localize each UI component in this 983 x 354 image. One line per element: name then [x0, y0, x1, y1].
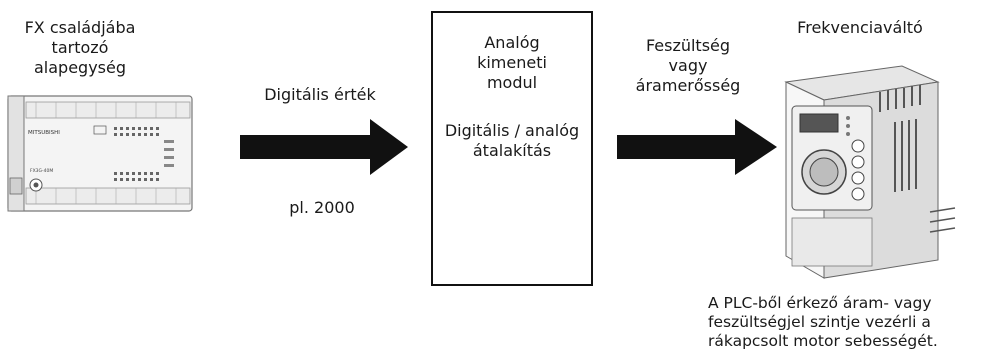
arrow-right-icon [617, 119, 777, 175]
inverter-display [799, 113, 839, 133]
plc-label-line-1: FX családjába [24, 18, 136, 37]
explanation-note: A PLC-ből érkező áram- vagy feszültségje… [708, 294, 983, 351]
note-line-2: feszültségjel szintje vezérli a [708, 313, 931, 331]
module-function: Digitális / analóg átalakítás [433, 121, 591, 161]
analog-output-module: Analóg kimeneti modul Digitális / analóg… [431, 11, 593, 286]
note-line-1: A PLC-ből érkező áram- vagy [708, 294, 932, 312]
plc-label: FX családjába tartozó alapegység [10, 18, 150, 78]
inverter-illustration [784, 65, 956, 279]
plc-model: FX3G-40M [30, 168, 53, 174]
arrow-right-icon [240, 119, 408, 175]
module-function-line-2: átalakítás [472, 141, 552, 160]
digital-value-label: Digitális érték [264, 85, 376, 104]
module-title: Analóg kimeneti modul [433, 33, 591, 93]
module-function-line-1: Digitális / analóg [444, 121, 580, 140]
inverter-label: Frekvenciaváltó [797, 18, 923, 37]
plc-label-line-2: tartozó [51, 38, 109, 57]
example-value-label: pl. 2000 [289, 198, 355, 217]
module-title-line-3: modul [486, 73, 538, 92]
note-line-3: rákapcsolt motor sebességét. [708, 332, 938, 350]
plc-label-line-3: alapegység [33, 58, 126, 77]
signal-label-line-2: vagy [668, 56, 708, 75]
signal-label: Feszültség vagy áramerősség [632, 36, 744, 96]
signal-label-line-3: áramerősség [635, 76, 741, 95]
module-title-line-1: Analóg [484, 33, 540, 52]
signal-label-line-1: Feszültség [645, 36, 731, 55]
module-title-line-2: kimeneti [477, 53, 547, 72]
plc-illustration: MITSUBISHI FX3G-40M [7, 95, 193, 212]
plc-brand: MITSUBISHI [28, 130, 60, 136]
